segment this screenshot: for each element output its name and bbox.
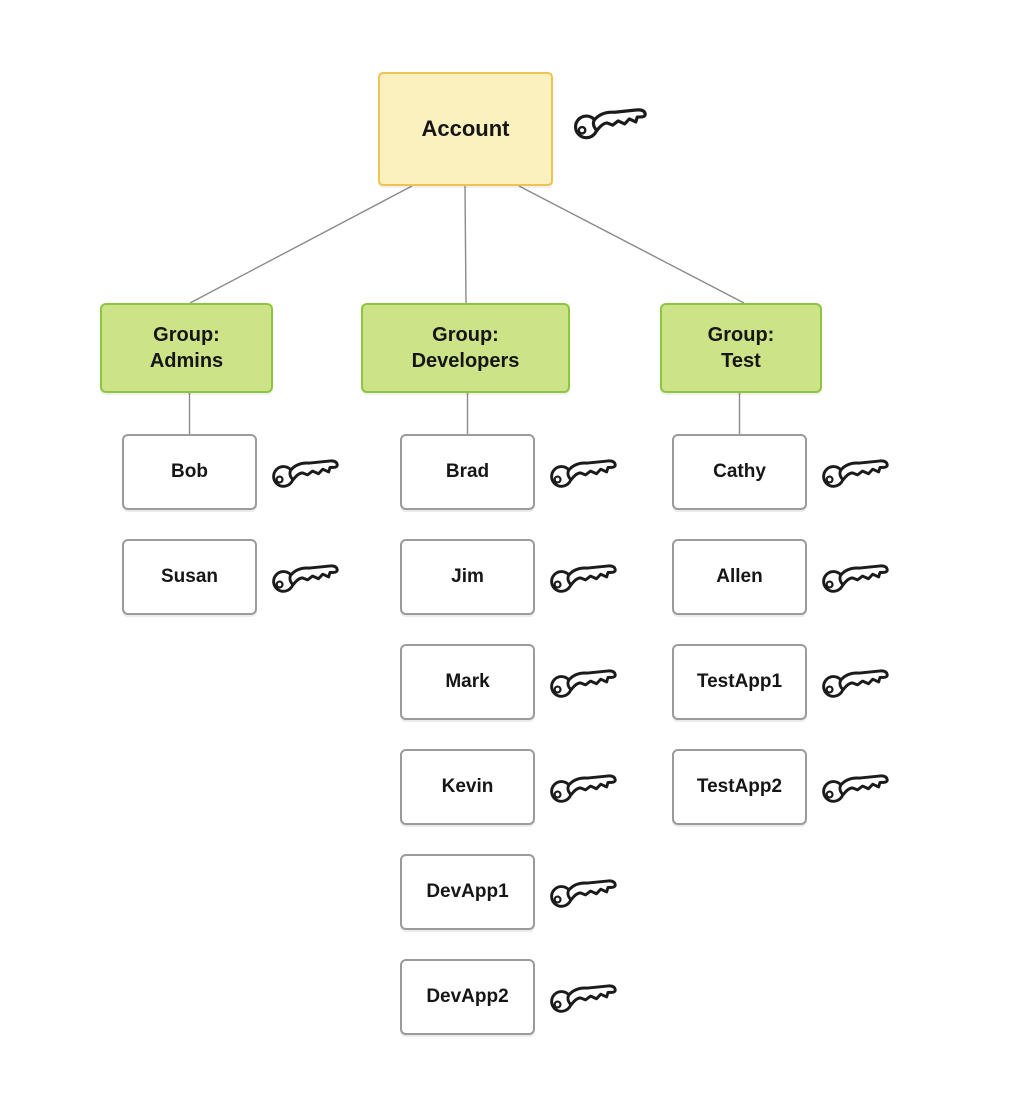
user-box-susan: Susan xyxy=(122,539,257,615)
account-box: Account xyxy=(378,72,553,186)
user-box-brad: Brad xyxy=(400,434,535,510)
key-icon xyxy=(818,452,893,493)
group-box-test: Group: Test xyxy=(660,303,822,393)
user-label: Brad xyxy=(445,461,490,482)
key-icon xyxy=(546,557,621,598)
user-label: Kevin xyxy=(441,776,494,797)
key-icon xyxy=(268,557,343,598)
key-icon xyxy=(546,977,621,1018)
user-label: DevApp1 xyxy=(426,881,509,902)
user-box-jim: Jim xyxy=(400,539,535,615)
user-label: Jim xyxy=(451,566,484,587)
user-box-testapp2: TestApp2 xyxy=(672,749,807,825)
key-icon xyxy=(268,452,343,493)
group-box-admins: Group: Admins xyxy=(100,303,273,393)
group-label-name: Developers xyxy=(411,350,520,372)
user-label: TestApp2 xyxy=(696,776,783,797)
key-icon xyxy=(570,100,651,145)
group-label-prefix: Group: xyxy=(432,323,499,346)
user-label: Allen xyxy=(716,566,763,587)
user-box-bob: Bob xyxy=(122,434,257,510)
key-icon xyxy=(546,452,621,493)
user-label: TestApp1 xyxy=(696,671,783,692)
key-icon xyxy=(546,662,621,703)
user-label: DevApp2 xyxy=(426,986,509,1007)
user-label: Mark xyxy=(445,671,490,692)
account-label: Account xyxy=(421,116,510,141)
user-box-devapp1: DevApp1 xyxy=(400,854,535,930)
user-label: Susan xyxy=(160,566,219,587)
key-icon xyxy=(546,872,621,913)
user-label: Cathy xyxy=(713,461,766,482)
key-icon xyxy=(818,662,893,703)
connector-line xyxy=(464,185,467,304)
user-box-cathy: Cathy xyxy=(672,434,807,510)
connector-line xyxy=(189,185,413,304)
key-icon xyxy=(818,557,893,598)
key-icon xyxy=(818,767,893,808)
group-label-prefix: Group: xyxy=(153,323,220,346)
key-icon xyxy=(546,767,621,808)
connector-line xyxy=(518,185,745,304)
user-box-kevin: Kevin xyxy=(400,749,535,825)
user-box-allen: Allen xyxy=(672,539,807,615)
group-label-name: Admins xyxy=(149,350,224,372)
group-label-prefix: Group: xyxy=(707,323,775,346)
user-box-devapp2: DevApp2 xyxy=(400,959,535,1035)
group-box-developers: Group: Developers xyxy=(361,303,570,393)
user-box-testapp1: TestApp1 xyxy=(672,644,807,720)
user-label: Bob xyxy=(171,461,208,482)
group-label-name: Test xyxy=(721,350,761,372)
user-box-mark: Mark xyxy=(400,644,535,720)
